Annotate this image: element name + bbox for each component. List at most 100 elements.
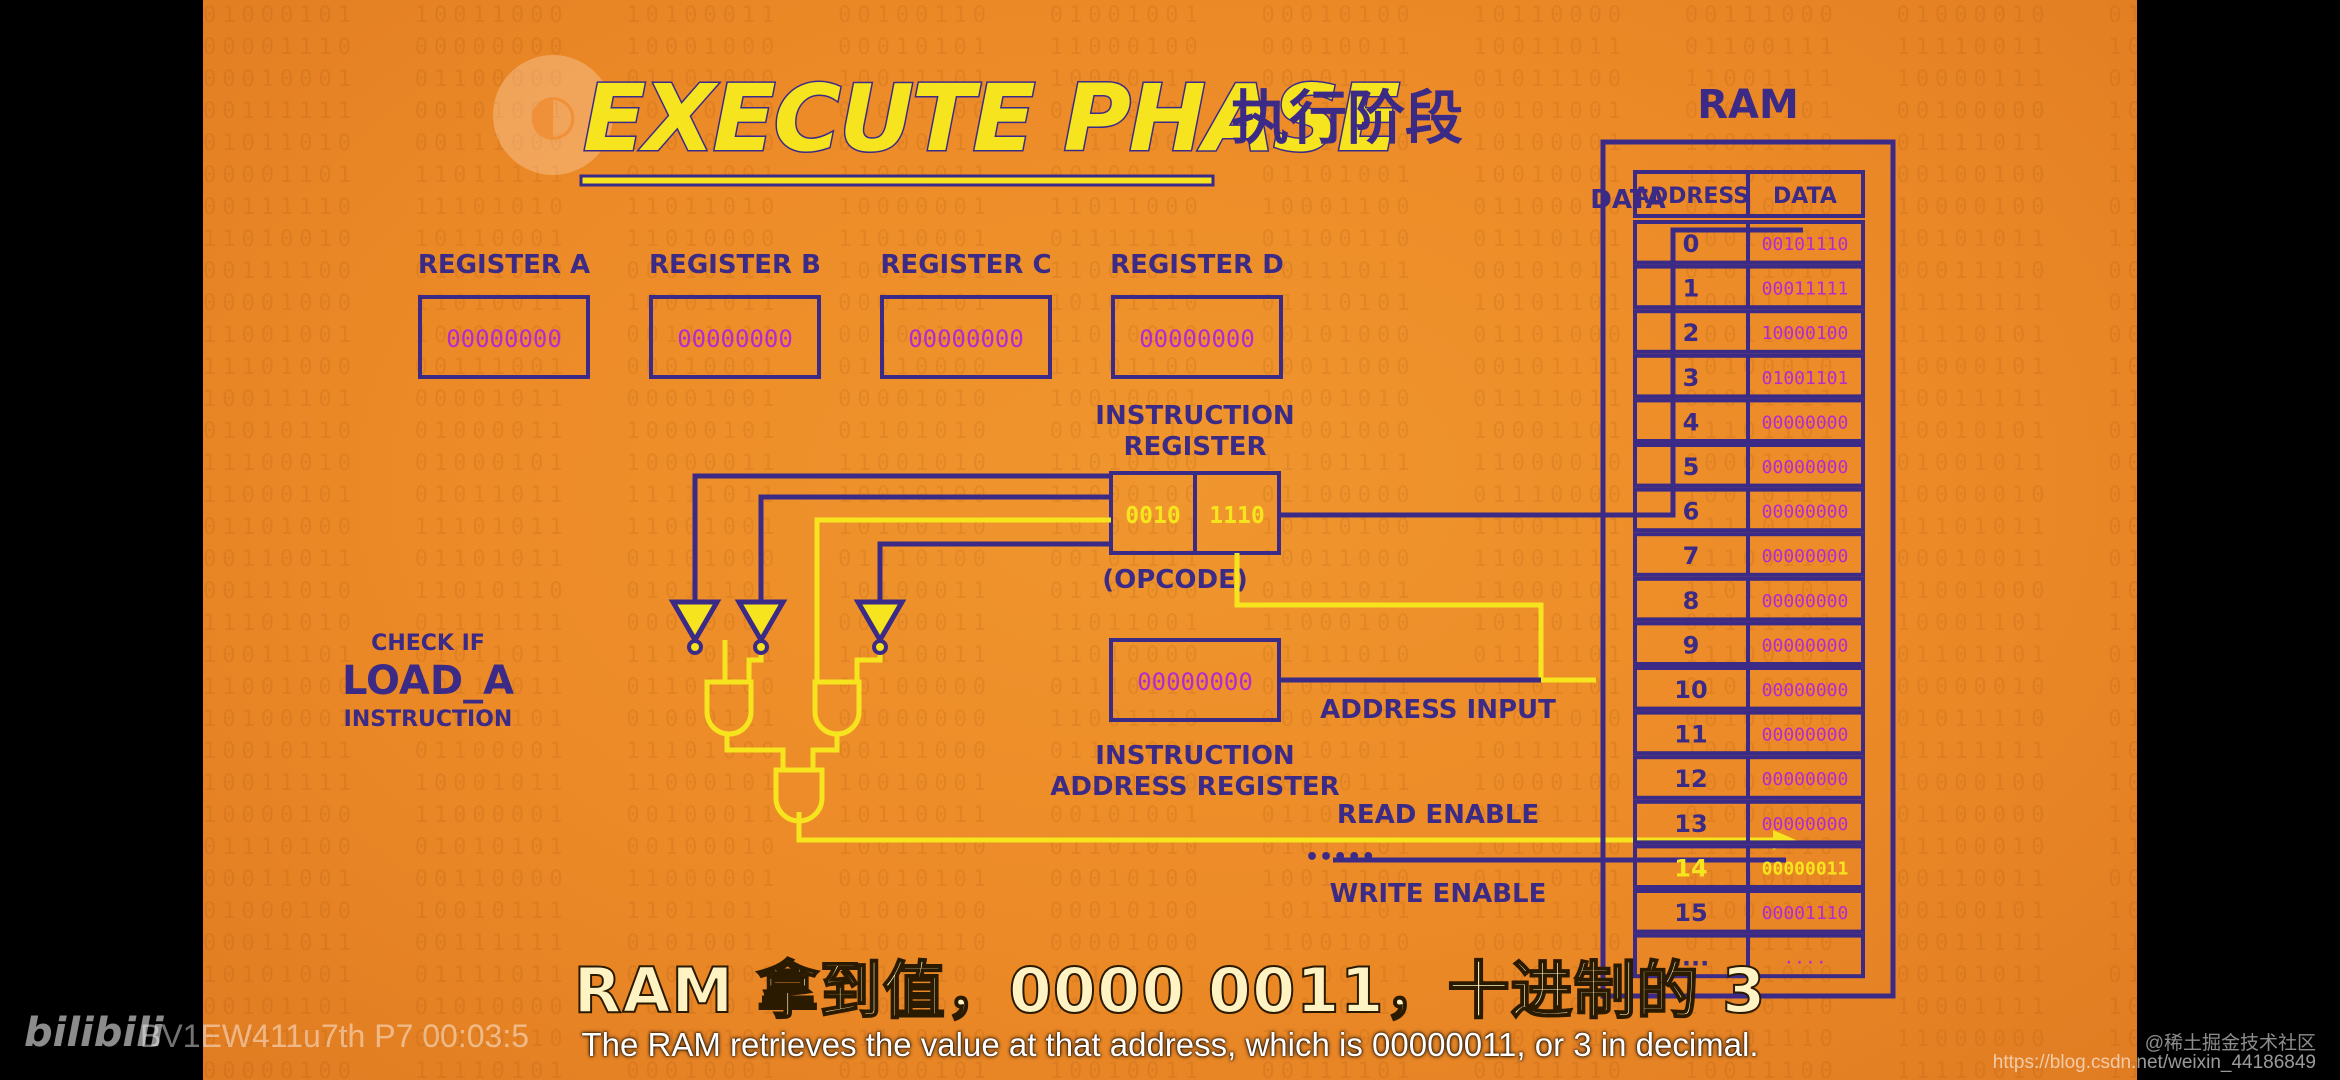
and-gate-icon [812, 679, 862, 737]
and-gates [704, 679, 862, 824]
registers-group: REGISTER A 00000000 REGISTER B 00000000 … [418, 250, 1284, 379]
write-enable-label: WRITE ENABLE [1330, 879, 1547, 909]
ram-row-address: 2 [1683, 319, 1700, 347]
instruction-register-label-1: INSTRUCTION [1095, 401, 1294, 431]
ram-row-data: 01001101 [1762, 368, 1849, 389]
not-gate-icon [668, 599, 722, 645]
ram-row-data: 00001110 [1762, 903, 1849, 924]
load-a-label: LOAD_A [342, 658, 514, 704]
register-d-value: 00000000 [1139, 325, 1255, 353]
ram-row: 9 00000000 [1633, 621, 1865, 667]
instruction-register-label-2: REGISTER [1123, 432, 1266, 462]
ram-row-data: .... [1783, 948, 1826, 969]
not-gate-icon [734, 599, 788, 645]
ram-row: 15 00001110 [1633, 889, 1865, 934]
ram-row: 12 00000000 [1633, 755, 1865, 800]
not-gate-icon [853, 599, 907, 645]
ram-row-data: 00000000 [1762, 680, 1849, 701]
ram-row: 2 10000100 [1633, 309, 1865, 354]
ram-row: 6 00000000 [1633, 487, 1865, 533]
ram-row-address: 1 [1683, 275, 1700, 303]
ram-row-data: 00000000 [1762, 502, 1849, 523]
ram-table: ADDRESS DATA 0 00101110 1 00011111 2 10000100… [1633, 170, 1865, 979]
check-if-label: CHECK IF [371, 631, 485, 656]
video-frame[interactable]: 01000101 10011000 10100011 00100110 0100… [203, 0, 2137, 1080]
ram-row-address: 12 [1674, 765, 1707, 793]
cpu-diagram: EXECUTE PHASE 执行阶段 REGISTER A 00000000 R… [342, 64, 1896, 999]
register-b-box [649, 295, 821, 379]
instruction-address: 1110 [1209, 503, 1264, 529]
ram-title: RAM [1697, 82, 1799, 128]
ram-row-address: 0 [1683, 230, 1700, 258]
subtitle-chinese: RAM 拿到值，0000 0011，十进制的 3 [573, 953, 1767, 1028]
read-enable-label: READ ENABLE [1337, 800, 1539, 830]
video-info: BV1EW411u7th P7 00:03:5 [140, 1018, 530, 1054]
ram-row-data: 00011111 [1762, 279, 1849, 300]
ram-row-data: 10000100 [1762, 323, 1849, 344]
register-a-label: REGISTER A [418, 250, 590, 280]
ram-row-address: 15 [1674, 899, 1707, 927]
ram-row-address: 7 [1683, 542, 1700, 570]
ram-row-address: 3 [1683, 364, 1700, 392]
ram-col-data: DATA [1773, 184, 1837, 209]
address-input-label: ADDRESS INPUT [1320, 695, 1556, 725]
instruction-address-register-value: 00000000 [1137, 668, 1253, 696]
ram-row: 5 00000000 [1633, 443, 1865, 488]
ram-row-address: 11 [1674, 721, 1707, 749]
ram-row: 1 00011111 [1633, 264, 1865, 310]
ram-row: 14 00000011 [1633, 844, 1865, 890]
not-gates [668, 599, 907, 655]
register-b-label: REGISTER B [649, 250, 821, 280]
register-d-label: REGISTER D [1110, 250, 1284, 280]
title: EXECUTE PHASE [583, 65, 1399, 172]
ram-row-address: .... [1673, 944, 1709, 972]
register-c-box [880, 295, 1052, 379]
ram-row-data: 00000000 [1762, 457, 1849, 478]
register-a-box [418, 295, 590, 379]
instruction-label: INSTRUCTION [344, 707, 513, 732]
subtitle-english: The RAM retrieves the value at that addr… [581, 1026, 1759, 1063]
ram-row: 3 01001101 [1633, 353, 1865, 399]
register-a-value: 00000000 [446, 325, 562, 353]
register-c-label: REGISTER C [880, 250, 1051, 280]
ram-row: 13 00000000 [1633, 799, 1865, 845]
ram-row-data: 00000000 [1762, 814, 1849, 835]
opcode-wires [692, 473, 1111, 602]
title-zh: 执行阶段 [1231, 84, 1463, 152]
ram-row-address: 14 [1674, 854, 1707, 882]
ram-bus-wires [1279, 227, 1803, 863]
register-c-value: 00000000 [908, 325, 1024, 353]
iar-label-1: INSTRUCTION [1095, 741, 1294, 771]
opcode-label: (OPCODE) [1102, 565, 1247, 595]
ram-row-data: 00000011 [1762, 858, 1849, 879]
and-gate-icon [704, 679, 754, 737]
ram-row-data: 00000000 [1762, 412, 1849, 433]
bilibili-logo-icon: bilibili [24, 1010, 164, 1056]
watermark-csdn: https://blog.csdn.net/weixin_44186849 [1992, 1052, 2316, 1073]
iar-label-2: ADDRESS REGISTER [1050, 772, 1339, 802]
ram-row-data: 00000000 [1762, 725, 1849, 746]
ram-row-data: 00000000 [1762, 769, 1849, 790]
ram-row-address: 9 [1683, 631, 1700, 659]
instruction-opcode: 0010 [1125, 503, 1180, 529]
ram-row-data: 00000000 [1762, 635, 1849, 656]
register-d-box [1111, 295, 1283, 379]
ram-row-data: 00000000 [1762, 591, 1849, 612]
ram-row-address: 8 [1683, 587, 1700, 615]
ram-row-address: 4 [1683, 408, 1700, 436]
ram-row: 7 00000000 [1633, 532, 1865, 577]
ram-row: ........ [1633, 933, 1865, 979]
ram-row-data: 00101110 [1762, 234, 1849, 255]
ram-row-address: 13 [1674, 810, 1707, 838]
write-enable-dots: ••••• [1305, 845, 1375, 870]
ram-row-data: 00000000 [1762, 546, 1849, 567]
ram-row: 8 00000000 [1633, 576, 1865, 622]
pbs-logo-icon: ◐ [493, 55, 613, 175]
ram-row-address: 5 [1683, 453, 1700, 481]
ram-row-address: 6 [1683, 498, 1700, 526]
ram-row: 4 00000000 [1633, 398, 1865, 443]
register-b-value: 00000000 [677, 325, 793, 353]
ram-col-address: ADDRESS [1633, 184, 1749, 209]
ram-row: 11 00000000 [1633, 710, 1865, 756]
